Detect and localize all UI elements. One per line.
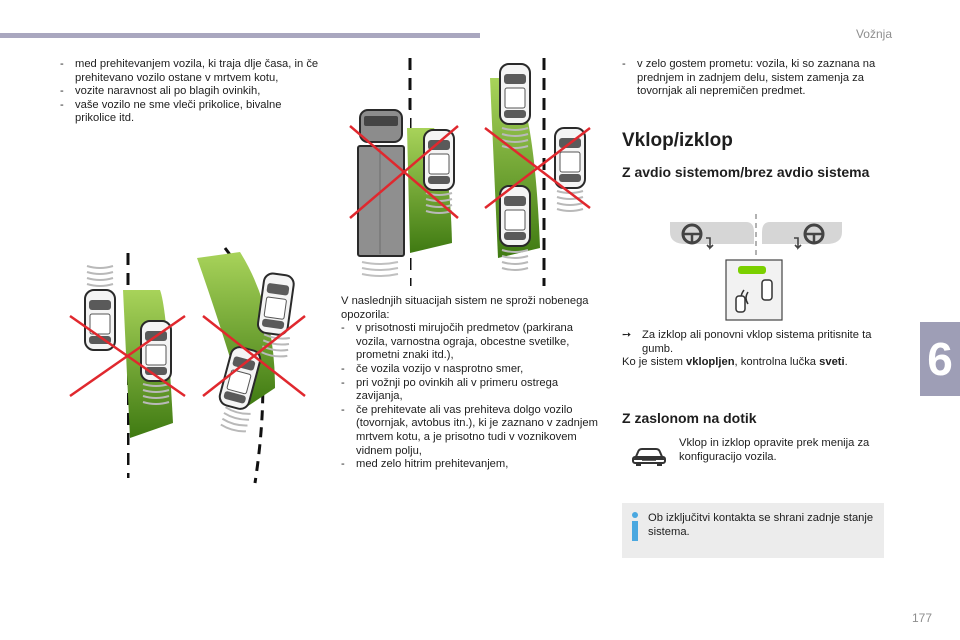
- car-rear: [499, 185, 531, 271]
- list-item: med zelo hitrim prehitevanjem,: [341, 458, 603, 472]
- top-accent-bar: [0, 33, 480, 38]
- step-instruction: ➙ Za izklop ali ponovni vklop sistema pr…: [622, 329, 884, 370]
- info-text: Ob izključitvi kontakta se shrani zadnje…: [648, 512, 874, 538]
- car-other: [140, 320, 172, 405]
- heading-audio: Z avdio sistemom/brez avdio sistema: [622, 164, 870, 180]
- list-item: pri vožnji po ovinkih ali v primeru ostr…: [341, 377, 603, 404]
- heading-touchscreen: Z zaslonom na dotik: [622, 410, 757, 426]
- step-text: Za izklop ali ponovni vklop sistema prit…: [642, 329, 872, 355]
- left-column: med prehitevanjem vozila, ki traja dlje …: [60, 58, 320, 126]
- page-number: 177: [911, 611, 932, 625]
- blind-spot-button[interactable]: [725, 259, 783, 321]
- illustration-overtaking-crossed: [69, 247, 306, 484]
- chapter-tab: 6: [920, 322, 960, 396]
- truck: [357, 109, 405, 277]
- right-column-top: v zelo gostem prometu: vozila, ki so zaz…: [622, 58, 884, 99]
- list-item: med prehitevanjem vozila, ki traja dlje …: [60, 58, 320, 85]
- list-item: v prisotnosti mirujočih predmetov (parki…: [341, 322, 603, 363]
- heading-on-off: Vklop/izklop: [622, 130, 733, 151]
- list-item: vaše vozilo ne sme vleči prikolice, biva…: [60, 99, 320, 126]
- steering-wheel-icon: [681, 223, 703, 245]
- list-item: vozite naravnost ali po blagih ovinkih,: [60, 85, 320, 99]
- dashboard-illustration: [670, 214, 842, 321]
- middle-bullet-list: v prisotnosti mirujočih predmetov (parki…: [341, 322, 603, 472]
- arrow-right-icon: ➙: [622, 329, 632, 341]
- car-front: [499, 63, 531, 149]
- right-bullet-list: v zelo gostem prometu: vozila, ki so zaz…: [622, 58, 884, 99]
- list-item: če vozila vozijo v nasprotno smer,: [341, 363, 603, 377]
- indicator-led: [738, 266, 766, 274]
- steering-wheel-icon: [803, 223, 825, 245]
- info-icon: [632, 512, 638, 541]
- list-item: če prehitevate ali vas prehiteva dolgo v…: [341, 404, 603, 458]
- car-icon[interactable]: [632, 445, 666, 467]
- middle-intro: V naslednjih situacijah sistem ne sproži…: [341, 295, 589, 321]
- middle-column: V naslednjih situacijah sistem ne sproži…: [341, 295, 603, 472]
- left-bullet-list: med prehitevanjem vozila, ki traja dlje …: [60, 58, 320, 126]
- info-box: Ob izključitvi kontakta se shrani zadnje…: [622, 503, 884, 558]
- list-item: v zelo gostem prometu: vozila, ki so zaz…: [622, 58, 884, 99]
- state-text: Ko je sistem vklopljen, kontrolna lučka …: [622, 356, 848, 369]
- illustration-truck-dense-traffic: [349, 58, 591, 286]
- car-ego-dense: [554, 127, 586, 212]
- section-title: Vožnja: [855, 27, 892, 41]
- touchscreen-text: Vklop in izklop opravite prek menija za …: [679, 437, 870, 463]
